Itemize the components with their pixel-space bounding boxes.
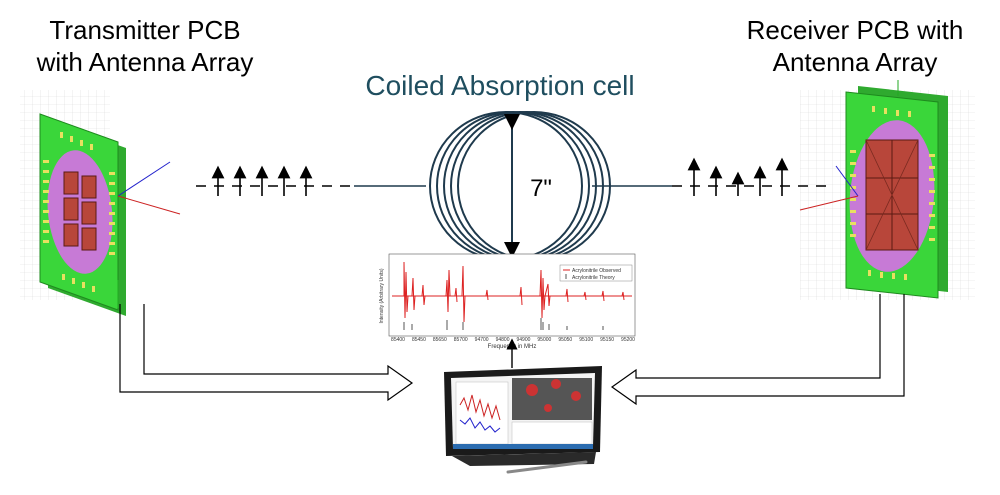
theory-spectrum-series xyxy=(403,318,604,330)
coiled-absorption-cell xyxy=(429,111,611,261)
spectrum-tick-label: 95100 xyxy=(579,337,593,343)
spectrum-tick-label: 95200 xyxy=(621,337,635,343)
tablet-blue-trace xyxy=(459,417,501,433)
receiver-axis-y xyxy=(835,165,859,197)
schematic-node xyxy=(551,379,561,389)
spectrum-plot: Acrylonitrile Observed Acrylonitrile The… xyxy=(379,253,636,350)
schematic-node xyxy=(544,404,552,412)
legend-theory-label: Acrylonitrile Theory xyxy=(572,275,615,281)
spectrum-tick-label: 85400 xyxy=(391,337,405,343)
receiver-title-line2: Antenna Array xyxy=(772,47,938,77)
transmitter-pins xyxy=(43,132,115,292)
cell-title: Coiled Absorption cell xyxy=(365,70,635,101)
transmitter-title-line1: Transmitter PCB xyxy=(49,15,241,45)
spectrum-tick-label: 85450 xyxy=(412,337,426,343)
schematic-node xyxy=(526,384,538,396)
receiver-title-line1: Receiver PCB with xyxy=(746,15,964,45)
receiver-antenna-array xyxy=(865,139,919,251)
tablet-computer xyxy=(444,366,602,474)
tablet-plot-panel xyxy=(455,381,509,445)
coil-loop xyxy=(450,111,604,261)
receiver-pcb xyxy=(799,80,975,300)
stylus-pen xyxy=(506,460,588,474)
transmit-beam xyxy=(196,165,426,196)
coil-loop xyxy=(429,111,583,261)
tablet-bottom-panel xyxy=(511,421,593,445)
transmitter-axis-y xyxy=(117,161,171,197)
receiver-title: Receiver PCB with Antenna Array xyxy=(720,14,990,78)
spectrum-tick-label: 94700 xyxy=(475,337,489,343)
cell-diameter-label: 7" xyxy=(530,175,552,202)
transmitter-pcb xyxy=(20,90,181,316)
receiver-pins xyxy=(850,106,935,280)
receive-beam xyxy=(592,157,830,196)
transmitter-to-tablet-arrow xyxy=(119,304,414,402)
transmitter-title: Transmitter PCB with Antenna Array xyxy=(10,14,280,78)
schematic-node xyxy=(571,391,581,401)
spectrum-tick-label: 94900 xyxy=(517,337,531,343)
transmitter-title-line2: with Antenna Array xyxy=(36,47,254,77)
legend-observed-label: Acrylonitrile Observed xyxy=(572,268,621,274)
spectrum-legend xyxy=(559,264,633,282)
spectrum-tick-label: 85700 xyxy=(454,337,468,343)
spectrum-tick-label: 94800 xyxy=(496,337,510,343)
spectrum-tick-label: 95050 xyxy=(558,337,572,343)
coil-loop xyxy=(443,111,597,261)
data-flow-arrows xyxy=(119,294,905,406)
tablet-red-trace xyxy=(459,394,501,421)
spectrum-ylabel: Intensity (Arbitrary Units) xyxy=(379,268,385,323)
spectrum-tick-label: 85650 xyxy=(433,337,447,343)
spectrum-ticks: 85400 85450 85650 85700 94700 94800 94900 95000… xyxy=(391,337,635,343)
transmitter-axis-x xyxy=(117,195,181,215)
spectrum-tick-label: 95150 xyxy=(600,337,614,343)
tablet-taskbar xyxy=(453,444,593,449)
transmitter-antenna-array xyxy=(63,171,97,251)
receiver-axis-x xyxy=(799,195,859,211)
observed-spectrum-series xyxy=(403,261,625,323)
spectrum-tick-label: 95000 xyxy=(537,337,551,343)
receiver-to-tablet-arrow xyxy=(610,294,905,406)
tablet-kickstand xyxy=(452,452,596,466)
